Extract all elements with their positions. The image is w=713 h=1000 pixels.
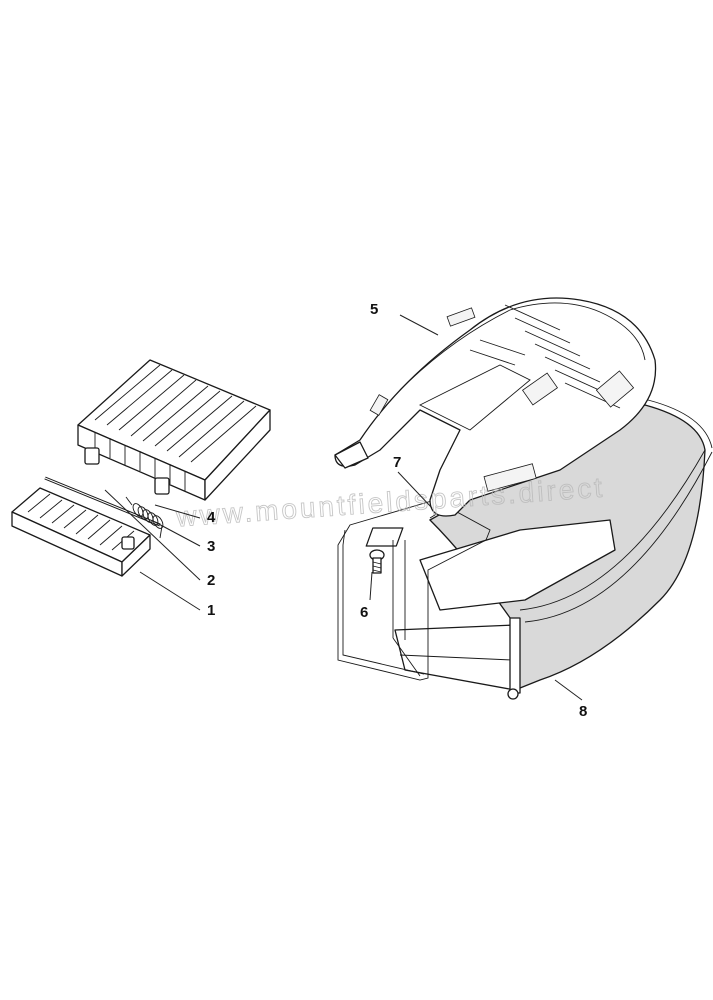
callout-2: 2 xyxy=(207,572,215,589)
callout-7: 7 xyxy=(393,454,401,471)
callout-5: 5 xyxy=(370,301,378,318)
screw xyxy=(369,549,385,574)
bag-top-cover xyxy=(334,297,657,517)
callout-1: 1 xyxy=(207,602,215,619)
callout-3: 3 xyxy=(207,538,215,555)
callout-4: 4 xyxy=(207,509,216,526)
grass-bag xyxy=(365,399,713,700)
callout-6: 6 xyxy=(360,604,368,621)
rear-flap-cover xyxy=(77,359,271,501)
rear-flap xyxy=(11,487,151,577)
bag-frame-handle xyxy=(337,499,491,681)
torsion-spring xyxy=(125,496,164,539)
leader-lines xyxy=(104,314,583,701)
callout-8: 8 xyxy=(579,703,587,720)
